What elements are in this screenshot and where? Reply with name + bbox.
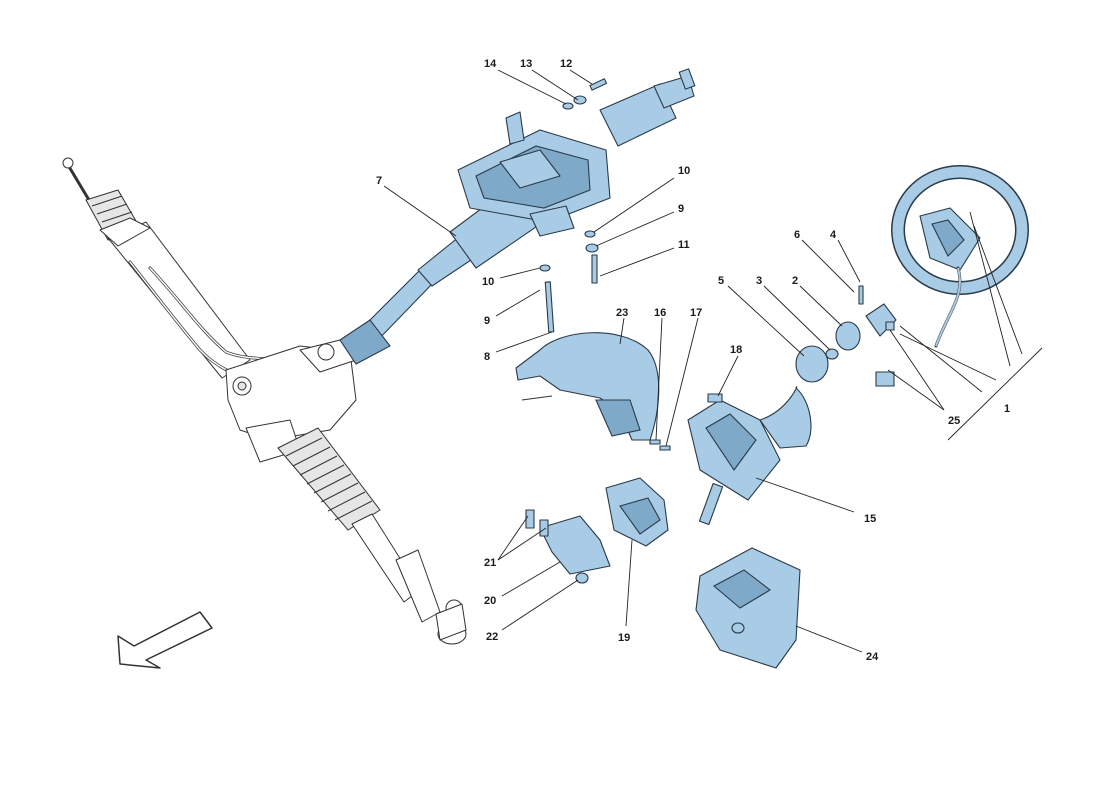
screw-16 xyxy=(649,439,661,445)
callout-9-right: 9 xyxy=(678,203,684,215)
callout-6: 6 xyxy=(794,229,800,241)
callout-18: 18 xyxy=(730,344,742,356)
callout-1: 1 xyxy=(1004,403,1010,415)
callout-13: 13 xyxy=(520,58,532,70)
lower-cover-24 xyxy=(695,547,801,669)
callout-21: 21 xyxy=(484,557,496,569)
washer-9-right xyxy=(585,243,599,253)
callout-labels: 14 13 12 7 10 9 11 10 9 8 23 16 17 18 5 … xyxy=(376,58,1010,663)
callout-12: 12 xyxy=(560,58,572,70)
callout-25: 25 xyxy=(948,415,960,427)
callout-11: 11 xyxy=(678,239,690,251)
part-6 xyxy=(865,303,897,337)
washer-22 xyxy=(575,572,589,584)
callout-22: 22 xyxy=(486,631,498,643)
washer-10-left xyxy=(539,264,551,272)
callout-9-left: 9 xyxy=(484,315,490,327)
callout-23: 23 xyxy=(616,307,628,319)
steering-wheel-1 xyxy=(875,165,1029,387)
connector-25b xyxy=(885,321,895,331)
part-5 xyxy=(795,345,829,383)
steering-switch-bracket-15 xyxy=(687,386,812,526)
callout-24: 24 xyxy=(866,651,879,663)
callout-14: 14 xyxy=(484,58,497,70)
callout-5: 5 xyxy=(718,275,724,287)
bolt-11 xyxy=(591,254,598,284)
screw-17 xyxy=(659,445,671,451)
front-direction-arrow-icon xyxy=(117,611,213,669)
callout-10-right: 10 xyxy=(678,165,690,177)
steering-wheel-hub-parts xyxy=(795,285,897,383)
leader-lines xyxy=(383,69,1043,653)
connector-25 xyxy=(875,371,895,387)
callout-8: 8 xyxy=(484,351,490,363)
callout-10-left: 10 xyxy=(482,276,494,288)
steering-column-assembly xyxy=(339,68,696,365)
steering-lock-19 xyxy=(605,477,669,547)
bolt-4 xyxy=(858,285,864,305)
callout-15: 15 xyxy=(864,513,876,525)
callout-20: 20 xyxy=(484,595,496,607)
callout-3: 3 xyxy=(756,275,762,287)
part-2 xyxy=(835,321,861,351)
clip-18 xyxy=(707,393,723,403)
washer-13 xyxy=(573,95,587,105)
callout-2: 2 xyxy=(792,275,798,287)
callout-17: 17 xyxy=(690,307,702,319)
bracket-parts-20-22 xyxy=(525,509,611,584)
steering-rack xyxy=(62,157,467,645)
callout-4: 4 xyxy=(830,229,837,241)
washer-10-right xyxy=(584,230,596,238)
callout-7: 7 xyxy=(376,175,382,187)
column-cover-23 xyxy=(515,332,660,441)
bolt-12 xyxy=(589,78,608,91)
bolt-8 xyxy=(544,281,555,333)
part-3 xyxy=(825,348,839,360)
callout-19: 19 xyxy=(618,632,630,644)
washer-14 xyxy=(562,102,574,110)
callout-16: 16 xyxy=(654,307,666,319)
